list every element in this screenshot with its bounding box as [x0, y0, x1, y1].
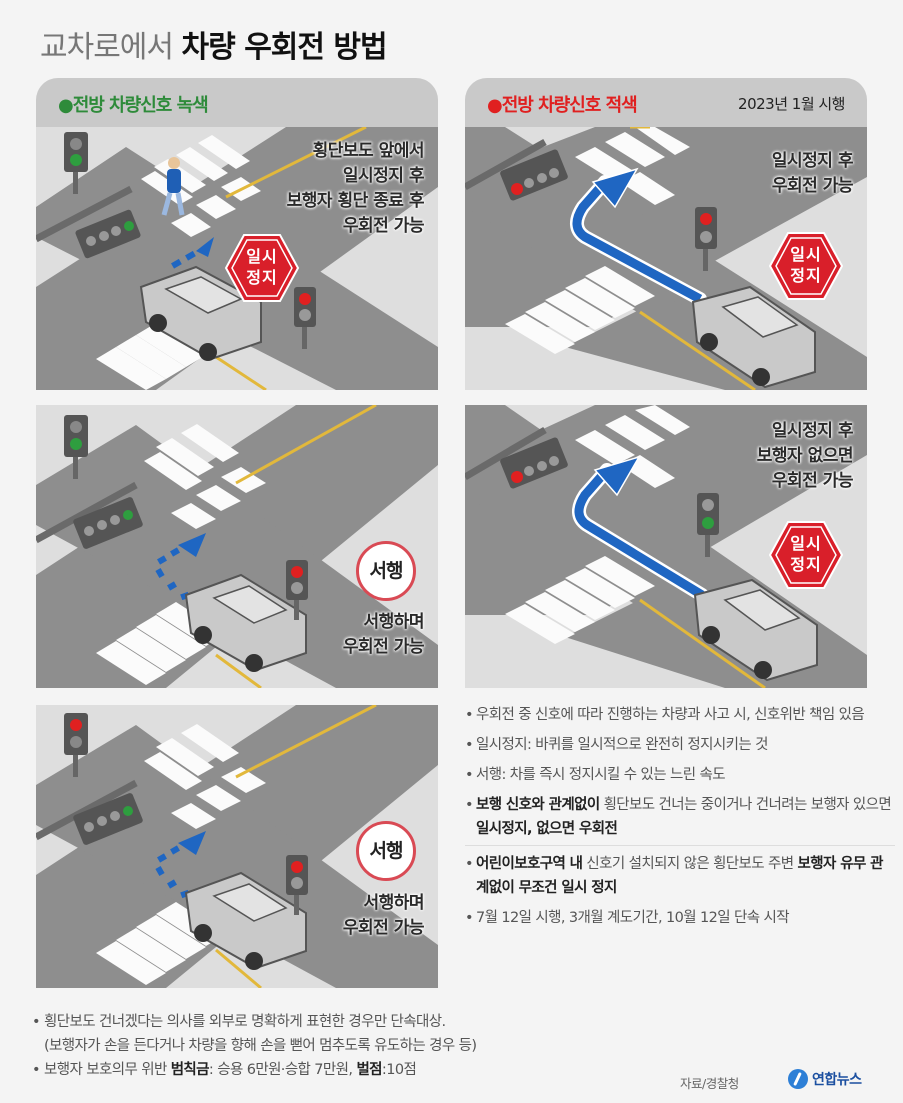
panel-caption: 횡단보도 앞에서 일시정지 후 보행자 횡단 종료 후 우회전 가능	[286, 141, 425, 236]
title-bold: 차량 우회전 방법	[181, 30, 388, 65]
car-icon	[691, 285, 816, 389]
car-icon	[184, 573, 307, 672]
slow-sign: 서행	[356, 541, 416, 601]
scene-green-red-pedestrian-slow-turn: 서행 서행하며 우회전 가능	[36, 705, 438, 988]
left-header-label: 전방 차량신호 녹색	[72, 95, 209, 116]
stop-sign-icon	[768, 521, 844, 589]
note-item: 우회전 중 신호에 따라 진행하는 차량과 사고 시, 신호위반 책임 있음	[465, 703, 895, 727]
panel-caption: 일시정지 후 우회전 가능	[771, 151, 854, 196]
brand-name: 연합뉴스	[812, 1072, 862, 1088]
scene-red-stop-no-pedestrian-turn: 일시정지 후 보행자 없으면 우회전 가능 일시 정지	[465, 405, 867, 688]
panel-caption: 서행하며 우회전 가능	[342, 893, 425, 938]
yonhap-logo-icon	[788, 1069, 808, 1089]
note-item: 서행: 차를 즉시 정지시킬 수 있는 느린 속도	[465, 763, 895, 787]
footer-line-1: 횡단보도 건너겠다는 의사를 외부로 명확하게 표현한 경우만 단속대상.	[32, 1010, 476, 1034]
right-header-label: 전방 차량신호 적색	[501, 95, 638, 116]
note-item: 일시정지: 바퀴를 일시적으로 완전히 정지시키는 것	[465, 733, 895, 757]
stop-sign: 일시 정지	[768, 231, 844, 301]
effective-date-note: 2023년 1월 시행	[738, 95, 845, 113]
red-dot-icon: ●	[487, 95, 503, 116]
source-credit: 자료/경찰청	[680, 1076, 739, 1091]
scene-red-stop-then-turn: 일시정지 후 우회전 가능 일시 정지	[465, 127, 867, 390]
notes-list: 우회전 중 신호에 따라 진행하는 차량과 사고 시, 신호위반 책임 있음 일…	[465, 703, 895, 936]
stop-sign-icon	[224, 234, 300, 302]
scene-green-pedestrian-crossing: 횡단보도 앞에서 일시정지 후 보행자 횡단 종료 후 우회전 가능 일시 정지	[36, 127, 438, 390]
car-icon	[693, 578, 818, 682]
stop-sign: 일시 정지	[768, 520, 844, 590]
footer-line-2: 보행자 보호의무 위반 범칙금: 승용 6만원·승합 7만원, 벌점:10점	[32, 1058, 476, 1082]
slow-sign: 서행	[356, 821, 416, 881]
page-title: 교차로에서 차량 우회전 방법	[40, 22, 388, 66]
footer-notes: 횡단보도 건너겠다는 의사를 외부로 명확하게 표현한 경우만 단속대상. (보…	[32, 1010, 477, 1082]
note-item: 보행 신호와 관계없이 횡단보도 건너는 중이거나 건너려는 보행자 있으면 일…	[465, 793, 895, 846]
title-light: 교차로에서	[40, 30, 174, 65]
intersection-illustration	[465, 127, 867, 390]
intersection-illustration	[36, 705, 438, 988]
stop-sign-icon	[768, 232, 844, 300]
brand-logo: 연합뉴스	[788, 1069, 862, 1089]
car-icon	[184, 871, 307, 970]
stop-sign: 일시 정지	[224, 233, 300, 303]
footer-line-1-cont: (보행자가 손을 든다거나 차량을 향해 손을 뻗어 멈추도록 유도하는 경우 …	[44, 1038, 477, 1054]
note-item: 어린이보호구역 내 신호기 설치되지 않은 횡단보도 주변 보행자 유무 관계없…	[465, 852, 895, 900]
left-column-header: ●전방 차량신호 녹색	[36, 78, 438, 130]
intersection-illustration	[36, 405, 438, 688]
panel-caption: 서행하며 우회전 가능	[342, 612, 425, 657]
panel-caption: 일시정지 후 보행자 없으면 우회전 가능	[756, 421, 854, 491]
car-icon	[139, 265, 262, 361]
intersection-illustration	[465, 405, 867, 688]
green-dot-icon: ●	[58, 95, 74, 116]
note-item: 7월 12일 시행, 3개월 계도기간, 10월 12일 단속 시작	[465, 906, 895, 930]
right-column-header: ●전방 차량신호 적색 2023년 1월 시행	[465, 78, 867, 130]
scene-green-slow-turn: 서행 서행하며 우회전 가능	[36, 405, 438, 688]
